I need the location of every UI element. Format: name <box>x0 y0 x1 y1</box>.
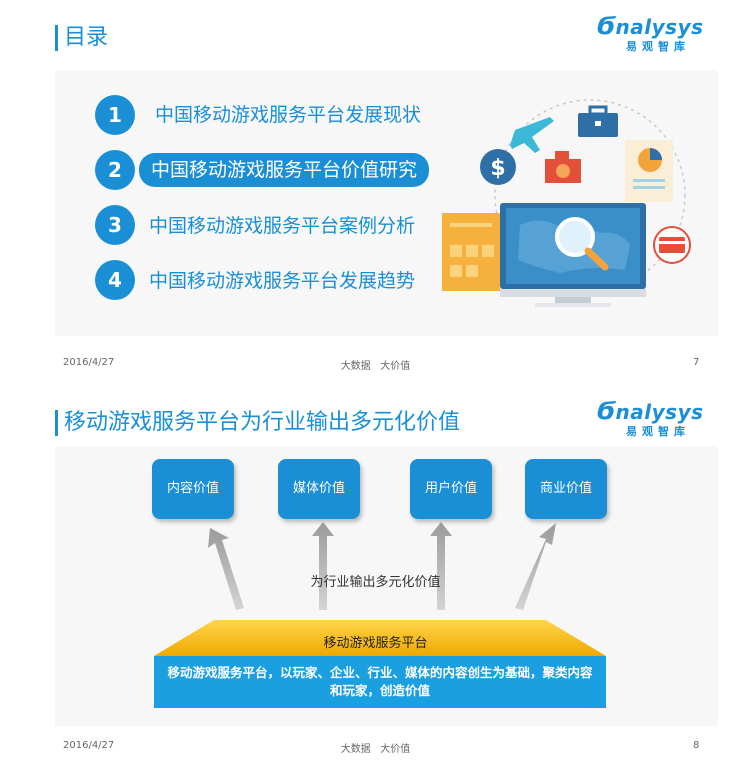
toc-number: 4 <box>95 260 135 300</box>
pie-report-icon <box>625 140 673 202</box>
value-box-media: 媒体价值 <box>278 459 360 519</box>
up-arrow-icon <box>430 522 452 610</box>
platform-label: 移动游戏服务平台 <box>323 636 428 651</box>
logo-subtitle: 易观智库 <box>626 40 690 53</box>
svg-text:$: $ <box>490 156 505 181</box>
toc-number: 2 <box>95 150 135 190</box>
footer-date: 2016/4/27 <box>63 357 115 368</box>
document-icon <box>442 213 500 291</box>
page-number: 8 <box>693 740 700 751</box>
toc-number: 1 <box>95 95 135 135</box>
arrow-caption: 为行业输出多元化价值 <box>310 575 441 590</box>
toc-item-3[interactable]: 3 中国移动游戏服务平台案例分析 <box>95 205 455 249</box>
airplane-icon <box>510 117 554 153</box>
up-arrow-icon <box>515 523 556 610</box>
platform-trapezoid <box>154 620 606 656</box>
page-number: 7 <box>693 357 700 368</box>
credit-card-icon <box>653 226 691 264</box>
footer-date: 2016/4/27 <box>63 740 115 751</box>
business-illustration: $ <box>442 99 691 307</box>
toc-item-2[interactable]: 2 中国移动游戏服务平台价值研究 <box>95 150 455 194</box>
toc-item-1[interactable]: 1 中国移动游戏服务平台发展现状 <box>95 95 455 139</box>
analysys-logo: Ϭnalysys 易观智库 <box>597 397 704 438</box>
up-arrow-icon <box>208 528 244 610</box>
title-accent-bar <box>55 410 58 436</box>
value-box-content: 内容价值 <box>152 459 234 519</box>
value-box-user: 用户价值 <box>410 459 492 519</box>
magnifier-icon <box>555 217 609 271</box>
arrows-group <box>208 522 556 610</box>
dollar-coin-icon: $ <box>480 149 516 185</box>
platform-description: 移动游戏服务平台，以玩家、企业、行业、媒体的内容创生为基础，聚类内容和玩家，创造… <box>154 656 606 708</box>
page-title: 移动游戏服务平台为行业输出多元化价值 <box>64 410 461 435</box>
toc-label: 中国移动游戏服务平台案例分析 <box>149 215 416 237</box>
logo-swoosh-icon: Ϭ <box>597 397 616 425</box>
toc-label-active: 中国移动游戏服务平台价值研究 <box>139 153 430 187</box>
toc-label: 中国移动游戏服务平台发展现状 <box>155 104 422 126</box>
analysys-logo: Ϭnalysys 易观智库 <box>597 12 704 53</box>
toc-number: 3 <box>95 205 135 245</box>
up-arrow-icon <box>312 522 334 610</box>
briefcase-icon <box>578 105 618 137</box>
footer-slogan: 大数据 大价值 <box>340 744 411 755</box>
logo-subtitle: 易观智库 <box>626 425 690 438</box>
footer-slogan: 大数据 大价值 <box>340 361 411 372</box>
title-accent-bar <box>55 25 58 51</box>
value-box-business: 商业价值 <box>525 459 607 519</box>
logo-swoosh-icon: Ϭ <box>597 12 616 40</box>
slide-value: 移动游戏服务平台为行业输出多元化价值 Ϭnalysys 易观智库 内容价值 媒体… <box>0 388 751 775</box>
toc-label: 中国移动游戏服务平台发展趋势 <box>149 270 416 292</box>
toc-item-4[interactable]: 4 中国移动游戏服务平台发展趋势 <box>95 260 455 304</box>
camera-icon <box>545 151 581 183</box>
page-title: 目录 <box>64 25 109 50</box>
monitor-icon <box>500 203 646 307</box>
slide-toc: 目录 Ϭnalysys 易观智库 1 中国移动游戏服务平台发展现状 2 中国移动… <box>55 12 704 372</box>
